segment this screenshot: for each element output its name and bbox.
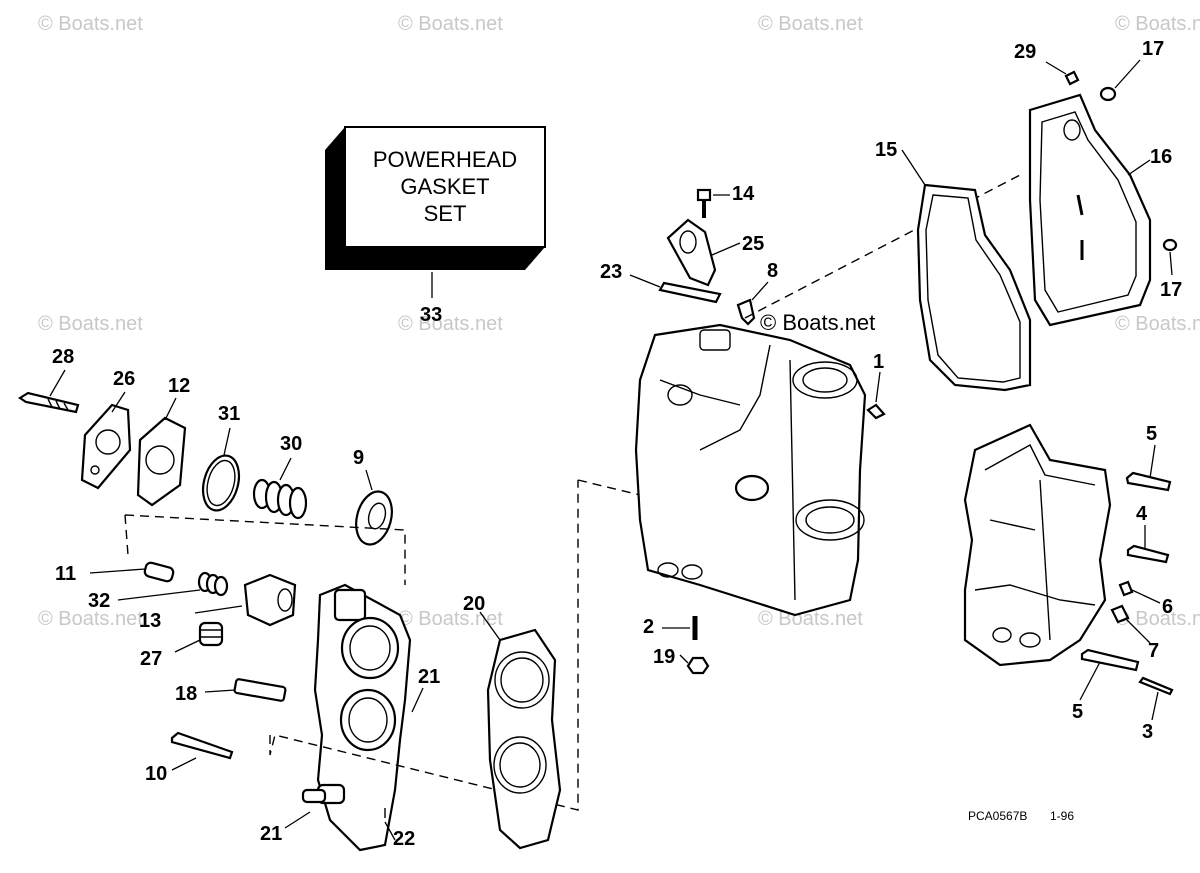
watermark: © Boats.net [1115, 608, 1200, 630]
callout-32: 32 [88, 590, 110, 612]
part-lift-eye-25 [666, 218, 741, 287]
part-cover-16 [1028, 93, 1152, 327]
callout-11: 11 [55, 563, 76, 585]
callout-17-lower: 17 [1160, 279, 1182, 301]
callout-21-lower: 21 [260, 823, 282, 845]
callout-1: 1 [873, 351, 884, 373]
part-nut-19 [679, 654, 710, 675]
drawing-code: PCA0567B [968, 809, 1027, 823]
callout-12: 12 [168, 375, 190, 397]
callout-23: 23 [600, 261, 622, 283]
watermark-layer: © Boats.net © Boats.net © Boats.net © Bo… [38, 13, 1200, 630]
callout-5-lower: 5 [1072, 701, 1083, 723]
part-screw-6 [1118, 580, 1161, 604]
callout-20: 20 [463, 593, 485, 615]
watermark: © Boats.net [398, 608, 503, 630]
callout-28: 28 [52, 346, 74, 368]
callout-3: 3 [1142, 721, 1153, 743]
part-oring-31 [201, 427, 241, 512]
part-seal-9 [355, 469, 393, 546]
part-spring-30 [252, 457, 308, 520]
callout-7: 7 [1148, 640, 1159, 662]
callout-labels: 28 26 12 31 30 9 11 32 13 27 18 10 21 21… [52, 38, 1182, 850]
part-cylinder-block [634, 323, 867, 617]
watermark: © Boats.net [1115, 313, 1200, 335]
part-bolt-10 [170, 731, 234, 771]
watermark: © Boats.net [758, 608, 863, 630]
callout-19: 19 [653, 646, 675, 668]
part-bolt-14 [696, 188, 730, 218]
callout-16: 16 [1150, 146, 1172, 168]
callout-29: 29 [1014, 41, 1036, 63]
callout-26: 26 [113, 368, 135, 390]
part-screw-7 [1110, 604, 1151, 644]
callout-9: 9 [353, 447, 364, 469]
part-fitting-11 [89, 561, 175, 583]
callout-6: 6 [1162, 596, 1173, 618]
part-dowel-23 [629, 274, 722, 304]
callout-25: 25 [742, 233, 764, 255]
part-sensor-18 [204, 678, 287, 702]
drawing-date: 1-96 [1050, 809, 1074, 823]
part-bolt-29 [1045, 61, 1080, 86]
part-cover-26 [80, 391, 132, 490]
part-spring-32 [117, 571, 229, 601]
part-fitting-8 [736, 281, 769, 326]
part-bolt-28 [17, 369, 80, 414]
callout-18: 18 [175, 683, 197, 705]
callout-15: 15 [875, 139, 897, 161]
kit-box-line1: POWERHEAD [373, 147, 517, 172]
callout-31: 31 [218, 403, 240, 425]
watermark: © Boats.net [758, 13, 863, 35]
part-crankcase [963, 423, 1112, 667]
part-head-gasket-20 [479, 611, 562, 850]
part-dowel-3 [1138, 676, 1174, 721]
callout-8: 8 [767, 260, 778, 282]
center-watermark: © Boats.net [760, 310, 875, 335]
watermark: © Boats.net [38, 608, 143, 630]
callout-30: 30 [280, 433, 302, 455]
callout-17-upper: 17 [1142, 38, 1164, 60]
callout-4: 4 [1136, 503, 1148, 525]
part-cylinder-head-22 [301, 583, 412, 852]
gasket-set-box: POWERHEAD GASKET SET [325, 126, 546, 298]
part-bolt-4 [1126, 525, 1170, 564]
watermark: © Boats.net [38, 13, 143, 35]
callout-21-upper: 21 [418, 666, 440, 688]
watermark: © Boats.net [1115, 13, 1200, 35]
callout-2: 2 [643, 616, 654, 638]
kit-box-line3: SET [424, 201, 467, 226]
watermark: © Boats.net [398, 13, 503, 35]
callout-33: 33 [420, 304, 442, 326]
part-plug-1 [866, 371, 886, 420]
watermark: © Boats.net [38, 313, 143, 335]
callout-14: 14 [732, 183, 755, 205]
kit-box-line2: GASKET [400, 174, 489, 199]
watermark: © Boats.net [398, 313, 503, 335]
part-gasket-12 [136, 397, 187, 507]
callout-10: 10 [145, 763, 167, 785]
callout-13: 13 [139, 610, 161, 632]
part-gasket-15 [901, 149, 1032, 392]
part-grommet-27 [174, 621, 224, 653]
part-bolt-5-upper [1125, 444, 1172, 492]
part-stud-2 [662, 616, 698, 640]
part-plug-17 [1099, 59, 1178, 276]
callout-27: 27 [140, 648, 162, 670]
callout-5-upper: 5 [1146, 423, 1157, 445]
callout-22: 22 [393, 828, 415, 850]
part-bolt-5-lower [1079, 648, 1140, 701]
part-thermostat-13 [194, 573, 297, 627]
